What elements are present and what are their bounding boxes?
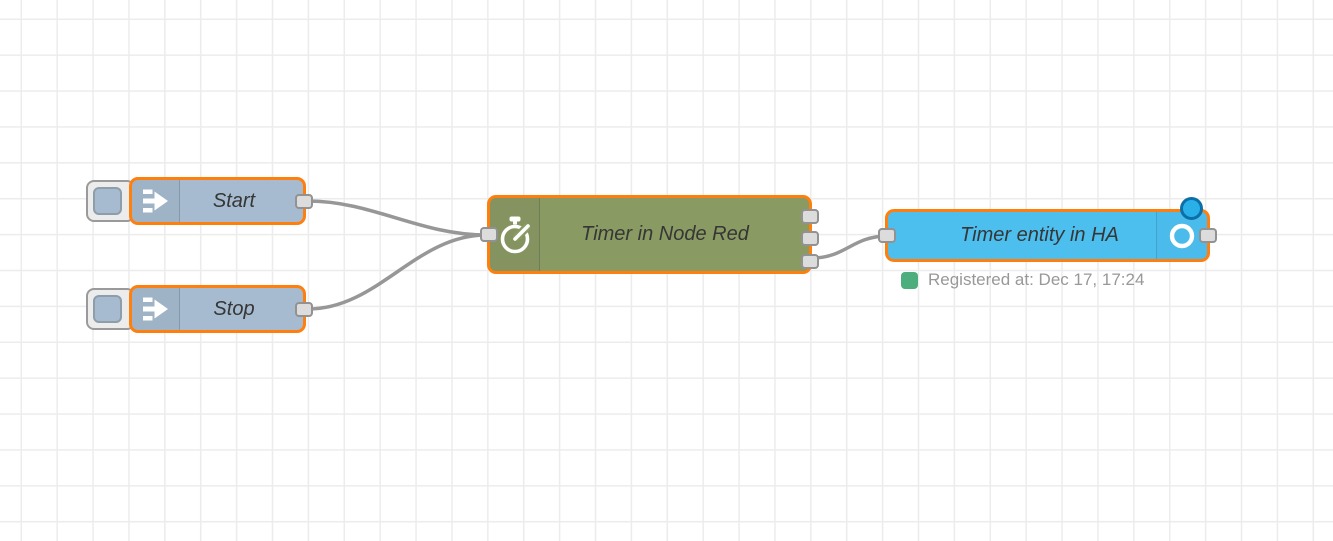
status-dot-icon <box>901 271 918 289</box>
inject-trigger-button-inner <box>93 186 122 215</box>
node-inject-start[interactable]: Start <box>129 177 313 225</box>
output-port-3[interactable] <box>801 253 819 269</box>
node-label: Timer in Node Red <box>581 223 749 245</box>
inject-trigger-button-start[interactable] <box>86 180 135 222</box>
node-label: Timer entity in HA <box>960 224 1119 246</box>
node-label: Stop <box>213 297 255 320</box>
input-port[interactable] <box>878 228 896 243</box>
wire-start-to-timer[interactable] <box>306 199 488 237</box>
input-port[interactable] <box>480 227 498 242</box>
node-inject-stop[interactable]: Stop <box>129 285 313 333</box>
wire-stop-to-timer[interactable] <box>306 233 488 311</box>
node-icon-region <box>132 288 180 330</box>
node-status: Registered at: Dec 17, 17:24 <box>901 270 1144 290</box>
inject-trigger-button-inner <box>93 294 122 323</box>
circle-outline-icon <box>1169 223 1195 248</box>
node-label: Start <box>212 189 256 212</box>
node-icon-region <box>1156 212 1207 259</box>
node-icon-region <box>132 180 180 222</box>
wire-timer-to-ha[interactable] <box>810 234 890 260</box>
status-text: Registered at: Dec 17, 17:24 <box>928 270 1145 289</box>
output-port-2[interactable] <box>801 231 819 246</box>
changed-indicator-dot <box>1180 197 1203 220</box>
node-icon-region <box>490 198 540 271</box>
inject-trigger-button-stop[interactable] <box>86 288 135 330</box>
output-port-1[interactable] <box>801 208 819 224</box>
node-timer[interactable]: Timer in Node Red <box>480 195 819 274</box>
node-ha-timer-entity[interactable]: Timer entity in HA <box>878 197 1217 262</box>
arrow-in-icon <box>142 297 168 321</box>
stopwatch-icon <box>500 216 531 253</box>
output-port[interactable] <box>295 301 313 317</box>
arrow-in-icon <box>142 189 168 213</box>
output-port[interactable] <box>295 193 313 209</box>
output-port[interactable] <box>1199 228 1217 243</box>
